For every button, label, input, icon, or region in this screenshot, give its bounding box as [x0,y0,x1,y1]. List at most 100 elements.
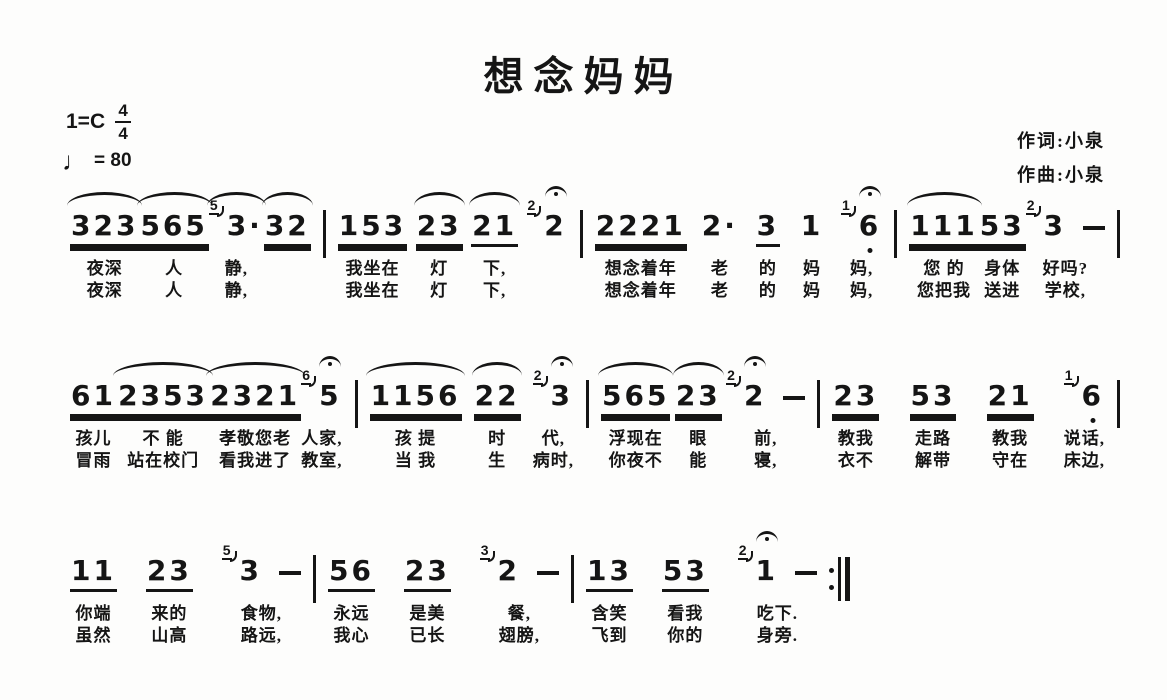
grace-note: 3 [479,542,495,563]
note-digits: 53 [909,381,957,417]
fermata-icon [544,186,567,197]
lyric-verse1: 是美 [409,604,446,623]
lyricist-credit: 作词:小泉 [1017,131,1105,151]
note-row: 23 [674,381,722,421]
slur-arc [365,362,466,376]
note-digits: 3 [550,356,574,414]
grace-note: 1 [1063,367,1079,388]
repeat-sign-end [829,557,850,601]
slur-zone [365,355,466,381]
lyric-verse2: 我坐在 [345,281,400,300]
lyric-verse2: 静, [224,281,248,300]
lyric-verse2: 看我进了 [219,451,292,470]
barline [322,210,326,258]
slur-arc [471,362,523,376]
slur-zone [906,185,982,211]
note-digits: 21 [471,211,519,247]
slur-zone [910,355,957,381]
note-row: 22 [473,381,521,421]
slur-zone [471,355,523,381]
note-digits: 3 [755,211,781,247]
time-signature: 4 4 [115,102,132,143]
key-signature: 1=C [66,110,106,133]
note-digits: 23 [145,556,193,592]
lyric-verse2: 解带 [915,451,951,470]
lyric-verse1: 吃下. [756,604,798,623]
note-digits: 565 [139,211,209,247]
lyric-verse1: 人家, [301,429,343,448]
grace-note: 2 [1025,197,1041,218]
note-digits: 153 [337,211,408,247]
note-digits: 53 [661,556,709,592]
slur-arc [67,192,143,206]
note-digits: 61 [70,381,117,417]
lyric-verse1: 想念着年 [604,259,677,278]
fermata-icon [319,356,342,367]
fermata-icon [859,186,882,197]
note-digits: 23 [415,211,463,247]
lyric-verse1: 眼 [689,429,708,448]
note-digits: 53 [978,211,1026,247]
slur-arc [672,362,724,376]
lyric-verse2: 生 [488,451,507,470]
note-row: 2353 [117,381,210,421]
half-note-dash [537,571,559,575]
note-row: 11 [70,556,117,596]
note-digits: 565 [601,381,671,417]
fermata-icon [550,356,573,367]
slur-arc [136,192,212,206]
grace-note: 2 [526,197,541,218]
note-digits: 1 [755,531,779,589]
note-row: 56 [328,556,375,596]
time-sig-denominator: 4 [118,124,128,143]
note-group: 32 [261,185,313,302]
lyric-verse1: 您 的 [923,259,965,278]
lyric-verse2: 的 [758,281,777,300]
slur-zone [701,185,739,211]
repeat-thick-bar [845,557,850,601]
half-note-dash [783,396,806,400]
lyric-verse1: 走路 [915,429,951,448]
note-row: 1156 [369,381,462,421]
slur-zone [146,530,193,556]
lyric-verse2: 能 [689,451,708,470]
note-digits: 1156 [369,381,462,417]
note-row: 565 [601,381,671,421]
note-row: 53 [661,556,709,596]
half-note-dash [279,571,301,575]
note-row: 565 [139,211,209,251]
note-digits: 5 [318,356,342,414]
lyric-verse2: 您把我 [917,281,972,300]
grace-note: 5 [221,542,237,563]
note-row: 2221 [594,211,687,251]
lyric-verse2: 人 [165,281,184,300]
lyric-verse2: 妈, [850,281,874,300]
lyric-verse2: 虽然 [75,626,112,645]
lyric-verse2: 你夜不 [608,451,663,470]
slur-zone [328,530,375,556]
half-note-dash [1083,226,1105,230]
note-digits: 2 [543,186,567,244]
note-digits: 6 [1081,381,1105,423]
lyric-verse1: 餐, [507,604,531,623]
